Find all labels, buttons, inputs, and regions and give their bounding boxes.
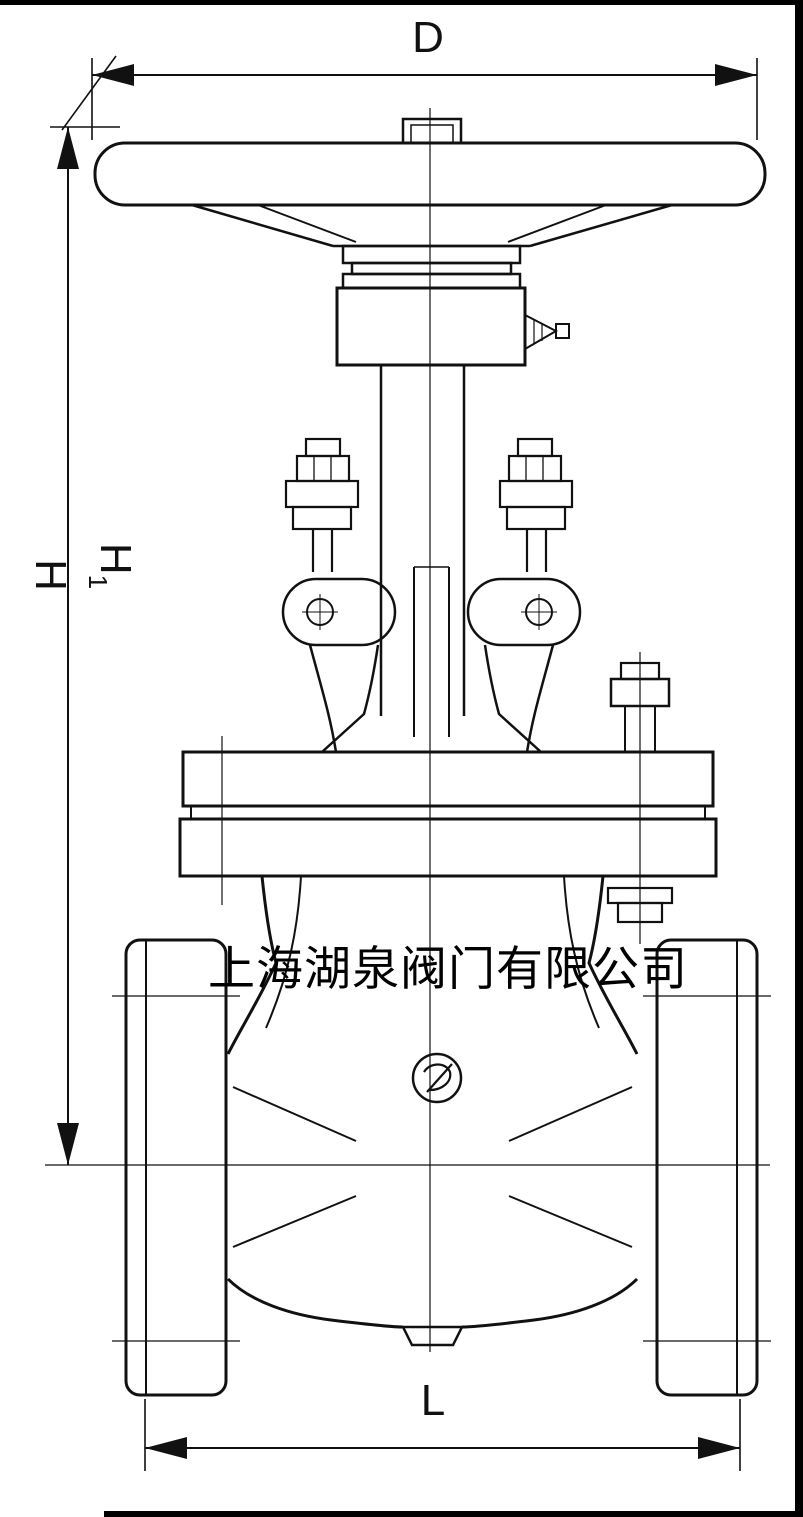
flange-right [655,938,759,1397]
bonnet-gasket [190,805,706,820]
pivot-arms [281,577,582,647]
dimension-d-arrow-left [92,64,134,86]
bonnet-flange-stack [178,750,718,878]
dimension-d: D [61,13,758,140]
logo-glyph [423,1063,453,1093]
scan-border-top [0,0,803,5]
dimension-h-label: H [26,559,75,591]
grease-fitting-cone [524,313,559,351]
dimension-h-arrow-top [57,127,79,169]
dimension-l-label: L [421,1376,445,1425]
dimension-h: H H1 [26,126,140,1165]
grease-fitting-cap [555,323,570,339]
pivot-hole-crosses [302,594,557,630]
bonnet-bolt-lower-nut [616,901,664,924]
dimension-h-arrow-bottom [57,1123,79,1165]
body-outline-lower-left [226,1277,404,1329]
bonnet-bolt-nut [609,677,671,708]
stem-inner-lines [413,567,450,737]
packing-block [335,286,527,367]
logo-circle [411,1052,463,1104]
dimension-d-oblique-tick [61,55,117,131]
dimension-h1-label: H1 [83,543,140,589]
scan-border-right [795,0,803,1517]
dimension-l-ext-lines [144,1399,741,1471]
body-inner-left [265,875,302,1029]
handwheel-cone-inner-left [257,204,357,243]
gland-bolt-left-plate2 [291,505,353,531]
gland-bolt-right [498,437,574,572]
dimension-l-arrow-left [145,1437,187,1459]
gland-bolt-left [284,437,360,572]
stem-outer-lines [379,365,466,716]
gland-bolt-left-stud [304,437,342,458]
body-drain-boss [400,1325,465,1347]
flange-left [124,938,228,1397]
gland-bolt-right-stud [516,437,554,458]
grease-fitting-hatch [533,320,543,344]
dimension-d-label: D [412,13,444,62]
gland-bolt-left-shank [311,529,334,572]
yoke-leg-right-inner [483,644,542,753]
handwheel-nut-inner [410,124,454,144]
handwheel-cone-left [191,203,334,248]
stem-nut-stack [341,244,522,290]
stem-nut-lower [341,272,522,290]
gland-bolt-left-nut [295,454,351,483]
body-flange [178,817,718,878]
end-flanges [124,938,759,1397]
bonnet-bolt-shank [624,706,656,752]
gland-bolt-right-shank [525,529,548,572]
yoke-leg-left-outer [308,644,338,753]
yoke-leg-right-outer [525,644,555,753]
scan-border-bottom [104,1511,803,1517]
body-outline-lower-right [461,1277,639,1329]
yoke-legs [308,644,555,753]
yoke-leg-left-inner [321,644,380,753]
bonnet-flange [181,750,715,808]
body-outline-upper-right [587,875,639,1055]
pivot-arm-left [281,577,397,647]
gland-bolt-right-nut-facets [525,456,544,481]
dimension-d-arrow-right [715,64,757,86]
handwheel-cone-right [529,203,673,248]
gland-bolt-right-plate [498,479,574,509]
dimension-h1-base: H [91,543,140,575]
valve-body [226,875,639,1347]
logo-mark [411,1052,463,1104]
pivot-arm-right [466,577,582,647]
gland-bolt-left-plate [284,479,360,509]
bonnet-bolt-right [606,661,674,924]
yoke-head-block [335,286,570,367]
body-hub-lines-upper [232,1086,633,1142]
gland-bolt-left-nut-facets [313,456,332,481]
centerlines [45,108,771,1352]
handwheel-cone-inner-right [507,204,607,243]
dimension-l-arrow-right [698,1437,740,1459]
body-inner-right [563,875,600,1029]
gland-bolt-right-plate2 [505,505,567,531]
stem [379,365,466,737]
dimension-l: L [144,1376,741,1471]
gland-bolt-right-nut [507,454,563,483]
stem-nut-upper [341,244,522,265]
body-hub-lines-lower [232,1195,633,1248]
body-outline-upper-left [226,875,278,1055]
company-watermark: 上海湖泉阀门有限公司 [208,944,688,996]
stem-nut-middle [350,261,513,276]
dimension-h1-subscript: 1 [83,575,113,589]
